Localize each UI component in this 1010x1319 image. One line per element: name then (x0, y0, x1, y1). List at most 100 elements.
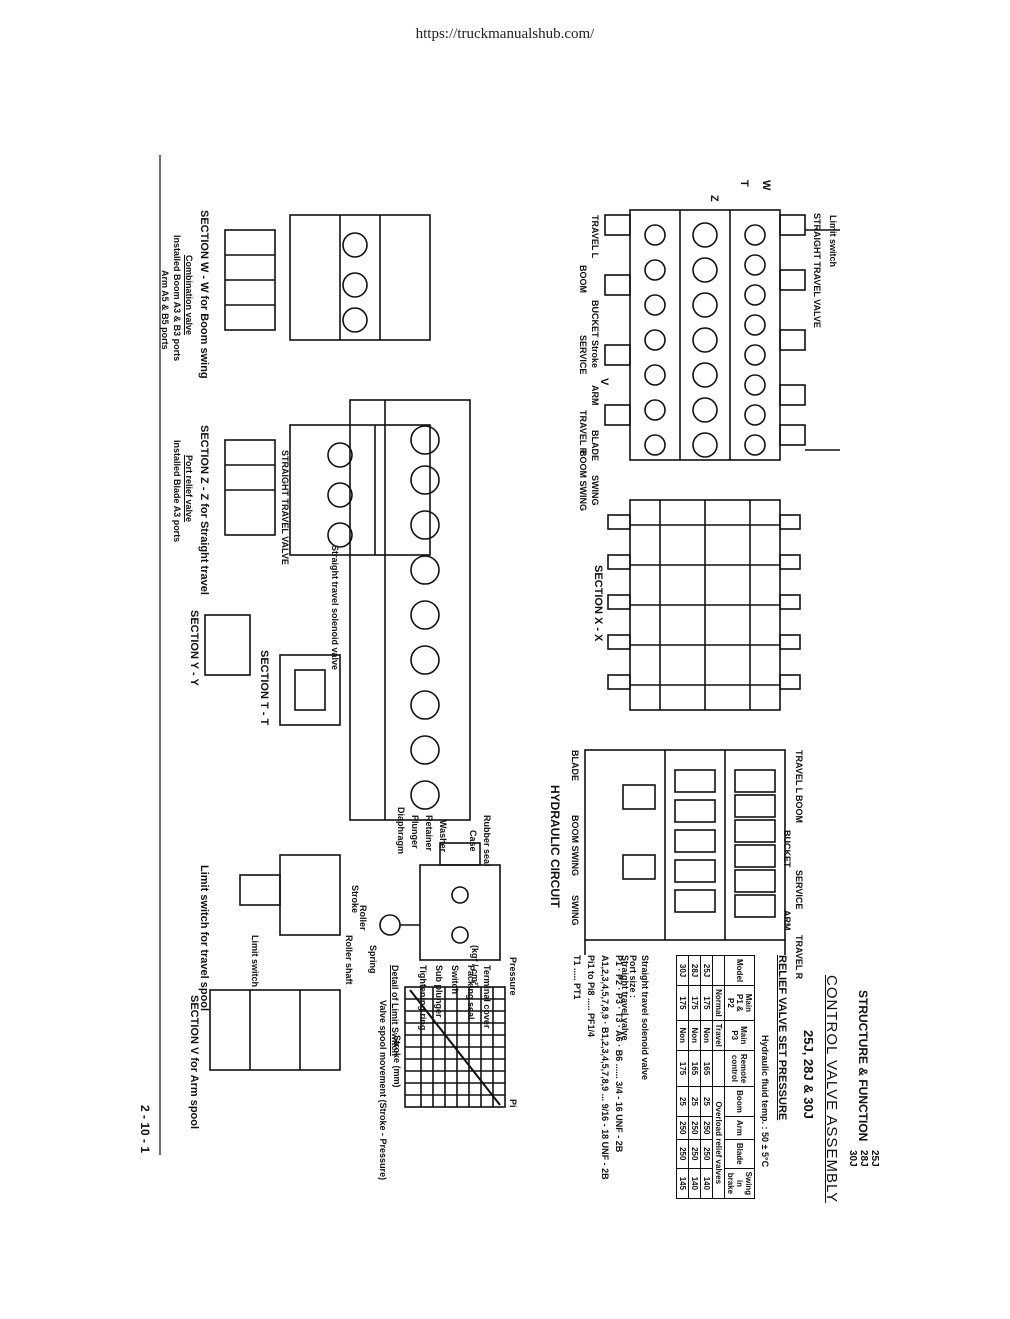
section-zz-title: SECTION Z - Z for Straight travel (198, 425, 210, 595)
relief-cell: 25 (676, 1086, 689, 1117)
hyd-label-swing: SWING (570, 895, 580, 926)
relief-cell: 175 (676, 985, 689, 1021)
mark-w: W (760, 180, 772, 191)
section-v-title: SECTION V for Arm spool (188, 995, 200, 1130)
relief-header: Boom (724, 1086, 755, 1117)
relief-header: Arm (724, 1116, 755, 1140)
hyd-label-service: SERVICE (794, 870, 804, 910)
hydraulic-circuit-title: HYDRAULIC CIRCUIT (548, 785, 562, 908)
pressure-stroke-graph (404, 986, 506, 1108)
mark-t: T (738, 180, 750, 187)
spool-label-travel-r: TRAVEL R (578, 410, 588, 455)
spool-label-boom: BOOM (578, 265, 588, 293)
page-title: CONTROL VALVE ASSEMBLY (823, 975, 840, 1204)
table-row: 25J 175 Non 165 25 250 250 140 (700, 955, 713, 1199)
port-line: Pi1 to Pi8 ..... PF1/4 (586, 955, 596, 1038)
table-row: 30J 175 Non 175 25 250 250 145 (676, 955, 689, 1199)
detail-limit-switch-title: Detail of Limit Switch (390, 965, 400, 1057)
spool-label-travel-l: TRAVEL L (590, 215, 600, 259)
hyd-label-travel-l: TRAVEL L (794, 750, 804, 794)
hyd-solenoid-label: Straight travel solenoid valve (640, 955, 650, 1081)
hyd-label-boom-swing: BOOM SWING (570, 815, 580, 876)
solenoid-label: Straight travel solenoid valve (330, 545, 340, 671)
relief-cell: 250 (688, 1116, 701, 1140)
relief-subheader: Overload relief valves (712, 1086, 725, 1199)
graph-y-label: Pressure (508, 957, 518, 996)
relief-cell: 250 (676, 1139, 689, 1169)
corner-model: 25J (869, 1150, 880, 1167)
section-header: STRUCTURE & FUNCTION (856, 990, 870, 1142)
spool-label-boom-swing: BOOM SWING (578, 450, 588, 511)
section-yy-title: SECTION Y - Y (188, 610, 200, 686)
part-label: Plunger (410, 815, 420, 849)
section-zz-drawing (224, 424, 431, 556)
graph-caption: Valve spool movement (Stroke - Pressure) (378, 1000, 388, 1181)
straight-travel-label: STRAIGHT TRAVEL VALVE (280, 450, 290, 565)
relief-cell: 165 (700, 1050, 713, 1087)
relief-cell: 30J (676, 955, 689, 986)
relief-cell: Non (676, 1020, 689, 1051)
stroke-label: Stroke (590, 340, 600, 369)
relief-cell: Non (688, 1020, 701, 1051)
section-xx-drawing (607, 499, 801, 711)
valve-body-elevation (604, 209, 840, 461)
graph-pi-label: Pi (508, 1099, 518, 1108)
relief-subheader (712, 955, 725, 986)
relief-cell: 250 (676, 1116, 689, 1140)
corner-model: 28J (858, 1150, 869, 1167)
limit-switch-detail-drawing (379, 842, 501, 961)
section-tt-title: SECTION T - T (258, 650, 270, 726)
part-label: Washer (438, 820, 448, 853)
part-label: Packing seal (466, 965, 476, 1020)
hydraulic-circuit-drawing (584, 749, 786, 955)
hyd-label-boom: BOOM (794, 795, 804, 823)
schematic-drawings (159, 155, 840, 1155)
part-label: Sub plunger (434, 965, 444, 1018)
hyd-label-arm: ARM (782, 910, 792, 931)
part-label: Diaphragm (396, 807, 406, 855)
table-row: 28J 175 Non 165 25 250 250 140 (688, 955, 701, 1199)
hyd-label-travel-r: TRAVEL R (794, 935, 804, 980)
section-zz-caption: Installed Blade A3 ports (172, 440, 182, 543)
hyd-label-bucket: BUCKET (782, 830, 792, 868)
relief-cell: 25 (688, 1086, 701, 1117)
hyd-label-blade: BLADE (570, 750, 580, 781)
part-label: Terminal cover (482, 965, 492, 1029)
part-label: Roller (358, 905, 368, 931)
relief-unit-note: Hydraulic fluid temp. : 50 ± 5°C (760, 1035, 770, 1168)
relief-table: Model Main P1 & P2 Main P3 Remote contro… (676, 955, 755, 1199)
section-ww-caption: Arm A5 & B5 ports (160, 270, 170, 350)
port-size-title: Port size : (628, 955, 638, 999)
relief-cell: 250 (700, 1116, 713, 1140)
page-number: 2 - 10 - 1 (138, 1105, 152, 1154)
spool-label-blade: BLADE (590, 430, 600, 461)
limit-switch-label: Limit switch (828, 215, 838, 268)
port-line: T1 ..... PT1 (572, 955, 582, 1000)
spool-label-swing: SWING (590, 475, 600, 506)
port-line: A1,2,3,4,5,7,8,9 · B1,2,3,4,5,7,8,9 ... … (600, 955, 610, 1180)
section-tt-yy-drawing (204, 614, 341, 726)
relief-header: Blade (724, 1139, 755, 1169)
relief-header: Swing in brake (724, 1168, 755, 1199)
part-label: Tightening ring (418, 965, 428, 1031)
section-ww-caption: Installed Boom A3 & B3 ports (172, 235, 182, 362)
straight-travel-valve-label: STRAIGHT TRAVEL VALVE (812, 213, 822, 328)
spool-label-bucket: BUCKET (590, 300, 600, 338)
relief-subheader (712, 1050, 725, 1087)
source-url[interactable]: https://truckmanualshub.com/ (415, 26, 595, 42)
relief-cell: 140 (688, 1168, 701, 1199)
relief-subheader: Normal (712, 985, 725, 1021)
limit-switch-travel-drawing (239, 854, 341, 936)
relief-header: Main P3 (724, 1020, 755, 1051)
section-ww-title: SECTION W - W for Boom swing (198, 210, 210, 379)
relief-cell: 28J (688, 955, 701, 986)
relief-header: Main P1 & P2 (724, 985, 755, 1021)
relief-cell: 25 (700, 1086, 713, 1117)
section-zz-caption: Port relief valve (184, 455, 194, 523)
spool-label-service: SERVICE (578, 335, 588, 375)
relief-title: RELIEF VALVE SET PRESSURE (776, 955, 788, 1121)
relief-cell: 175 (700, 985, 713, 1021)
spool-label-arm: ARM (590, 385, 600, 406)
section-xx-title: SECTION X - X (592, 565, 604, 642)
relief-cell: 250 (688, 1139, 701, 1169)
